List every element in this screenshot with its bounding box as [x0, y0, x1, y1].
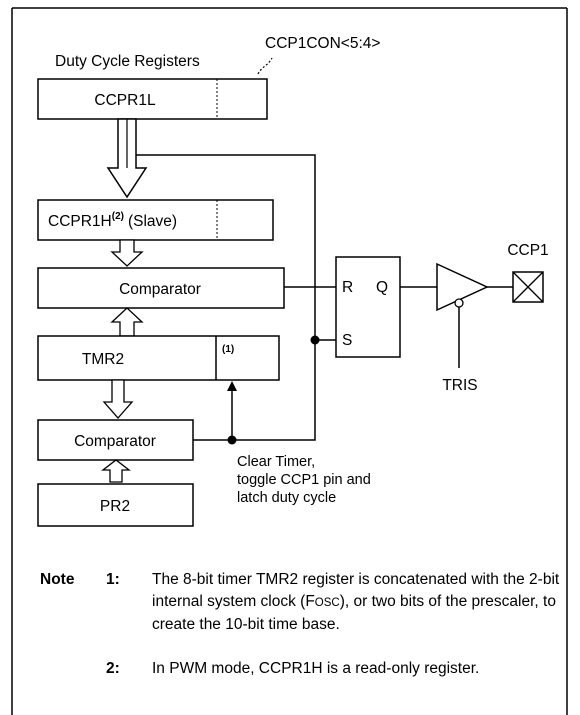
- clear-timer-line2: toggle CCP1 pin and: [237, 472, 371, 488]
- comparator-top-label: Comparator: [119, 281, 201, 298]
- latch-s-label: S: [342, 332, 352, 349]
- comparator-top: [37, 267, 285, 309]
- pin-cross-b: [512, 271, 544, 303]
- comparator-bottom: [37, 419, 194, 461]
- tmr2-register: [37, 335, 280, 381]
- clear-timer-line1: Clear Timer,: [237, 454, 315, 470]
- clear-tmr2-arrowhead: [227, 381, 237, 391]
- note-2-number: 2:: [106, 660, 120, 677]
- pr2-register: [37, 483, 194, 527]
- tmr2-note-ref: (1): [222, 344, 234, 355]
- wire-to-set: [136, 154, 316, 340]
- tris-label: TRIS: [442, 377, 477, 394]
- note-1-text: The 8-bit timer TMR2 register is concate…: [152, 571, 560, 633]
- ccpr1h-label: CCPR1H(2)(Slave): [48, 211, 177, 230]
- tmr2-to-comparator-arrow: [110, 307, 144, 337]
- note-label: Note: [40, 571, 75, 588]
- note-2-text: In PWM mode, CCPR1H is a read-only regis…: [152, 660, 480, 677]
- ccp1-label: CCP1: [507, 242, 548, 259]
- pr2-to-comparator-arrow: [101, 459, 131, 483]
- ccpr1h-register: [37, 199, 274, 241]
- pr2-label: PR2: [100, 498, 130, 515]
- tmr2-label: TMR2: [82, 351, 124, 368]
- note-1-number: 1:: [106, 571, 120, 588]
- latch-r-label: R: [342, 279, 353, 296]
- ccpr1l-label: CCPR1L: [94, 92, 156, 109]
- duty-cycle-label: Duty Cycle Registers: [55, 53, 200, 70]
- ccp1con-pointer: [257, 57, 273, 75]
- latch-q-label: Q: [376, 279, 388, 296]
- ccpr1l-register: [37, 78, 268, 120]
- output-buffer: [436, 262, 489, 312]
- rs-latch: [335, 256, 401, 358]
- ccpr1h-to-comparator-arrow: [110, 239, 144, 267]
- tmr2-to-comparator2-arrow: [102, 379, 134, 419]
- ccp1con-label: CCP1CON<5:4>: [265, 35, 380, 52]
- comparator-bottom-label: Comparator: [74, 433, 156, 450]
- clear-timer-line3: latch duty cycle: [237, 490, 336, 506]
